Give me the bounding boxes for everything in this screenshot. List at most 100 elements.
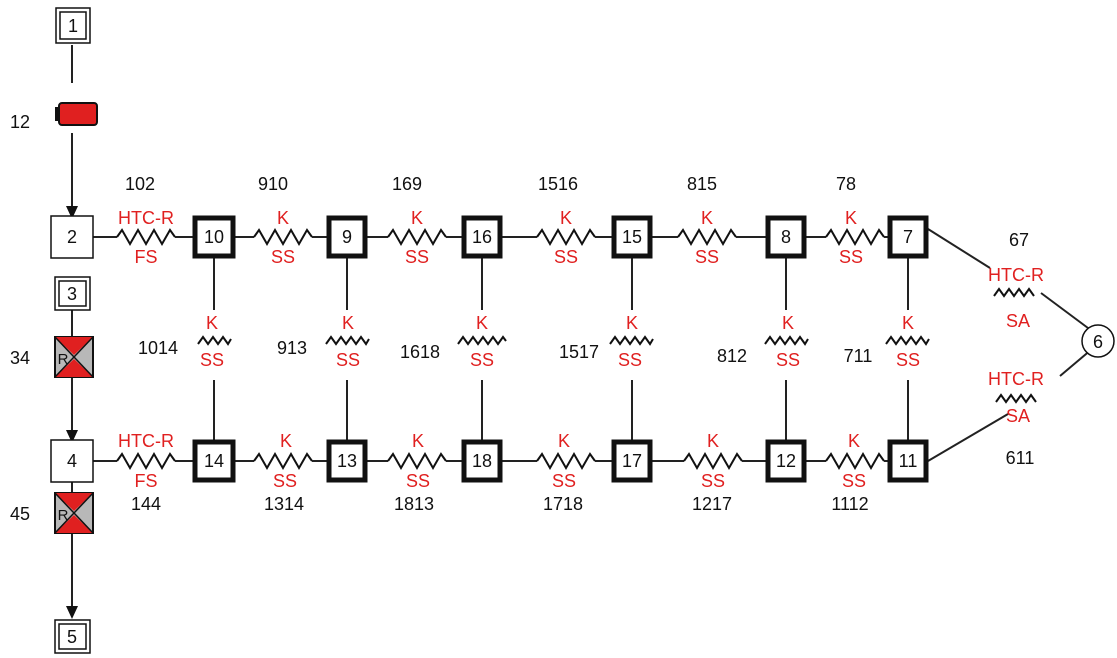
node-7[interactable]: 7 [887,215,929,259]
link-9-13 [325,258,370,440]
link-id-label: 78 [836,174,856,194]
link-8-7 [806,227,889,247]
node-7-label: 7 [903,227,913,247]
link-id-label: 815 [687,174,717,194]
link-type-label: SS [839,247,863,267]
node-11[interactable]: 11 [887,439,929,483]
link-type-label: HTC-R [118,431,174,451]
node-1[interactable]: 1 [55,7,91,44]
link-type-label: SS [552,471,576,491]
link-type-label: HTC-R [118,208,174,228]
valve-icon[interactable]: R [54,492,94,534]
link-id-label: 67 [1009,230,1029,250]
node-4-label: 4 [67,451,77,471]
link-id-label: 812 [717,346,747,366]
link-type-label: K [412,431,424,451]
link-type-label: FS [134,247,157,267]
node-6[interactable]: 6 [1081,324,1115,358]
link-11-6 [927,348,1093,462]
link-id-label: 1516 [538,174,578,194]
node-3[interactable]: 3 [54,276,91,311]
node-13-label: 13 [337,451,357,471]
node-12-label: 12 [776,451,796,471]
link-id-label: 1813 [394,494,434,514]
link-type-label: K [411,208,423,228]
node-10[interactable]: 10 [192,215,236,259]
node-6-label: 6 [1093,332,1103,352]
node-8[interactable]: 8 [765,215,807,259]
link-type-label: K [902,313,914,333]
link-type-label: SA [1006,406,1030,426]
link-type-label: HTC-R [988,265,1044,285]
link-id-label: 711 [844,346,873,366]
link-16-15 [501,227,613,247]
node-9-label: 9 [342,227,352,247]
arrow-down-icon [66,206,78,219]
link-type-label: K [707,431,719,451]
component-34-label: 34 [10,348,30,368]
valve-icon[interactable]: R [54,336,94,378]
node-4[interactable]: 4 [50,439,94,483]
node-17[interactable]: 17 [611,439,653,483]
link-id-label: 1112 [831,494,868,514]
link-id-label: 913 [277,338,307,358]
node-17-label: 17 [622,451,642,471]
node-12[interactable]: 12 [765,439,807,483]
battery-icon[interactable] [55,102,98,126]
link-id-label: 1217 [692,494,732,514]
link-type-label: K [277,208,289,228]
valve-letter: R [58,507,69,524]
link-7-11 [885,258,930,440]
link-type-label: SS [842,471,866,491]
node-1-label: 1 [68,16,78,36]
link-type-label: SS [273,471,297,491]
arrow-down-icon [66,606,78,619]
link-type-label: SS [618,350,642,370]
link-id-label: 910 [258,174,288,194]
node-5[interactable]: 5 [54,619,91,654]
link-9-16 [367,227,463,247]
link-8-12 [764,258,809,440]
link-type-label: K [558,431,570,451]
link-17-12 [651,451,767,471]
link-type-label: K [206,313,218,333]
link-14-13 [235,451,327,471]
node-15-label: 15 [622,227,642,247]
link-id-label: 1618 [400,342,440,362]
link-type-label: SS [336,350,360,370]
node-15[interactable]: 15 [611,215,653,259]
node-2[interactable]: 2 [50,215,94,259]
link-12-11 [806,451,889,471]
component-12-label: 12 [10,112,30,132]
link-type-label: K [280,431,292,451]
link-id-label: 1718 [543,494,583,514]
node-16[interactable]: 16 [461,215,503,259]
link-2-10 [92,227,193,247]
link-18-17 [501,451,613,471]
link-type-label: SS [776,350,800,370]
node-10-label: 10 [204,227,224,247]
link-id-label: 1314 [264,494,304,514]
node-16-label: 16 [472,227,492,247]
link-4-14 [92,451,193,471]
link-type-label: K [782,313,794,333]
node-18[interactable]: 18 [461,439,503,483]
link-10-14 [197,258,232,440]
link-10-9 [235,227,327,247]
link-type-label: SS [896,350,920,370]
node-2-label: 2 [67,227,77,247]
link-id-label: 169 [392,174,422,194]
node-14-label: 14 [204,451,224,471]
link-type-label: SS [701,471,725,491]
link-id-label: 1517 [559,342,599,362]
link-type-label: HTC-R [988,369,1044,389]
link-type-label: K [701,208,713,228]
node-9[interactable]: 9 [326,215,368,259]
link-15-17 [609,258,654,440]
node-14[interactable]: 14 [192,439,236,483]
link-type-label: K [626,313,638,333]
node-5-label: 5 [67,627,77,647]
link-id-label: 144 [131,494,161,514]
node-13[interactable]: 13 [326,439,368,483]
